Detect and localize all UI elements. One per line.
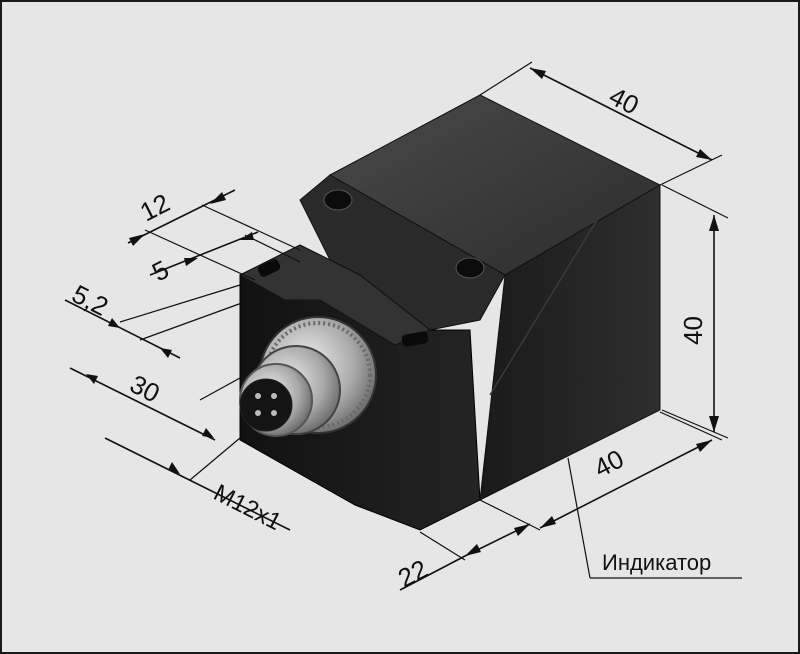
- dim-width-text: 40: [589, 443, 628, 483]
- head-slot-left: [257, 259, 281, 277]
- connector-pin-2: [271, 393, 277, 399]
- dim-thickness-text: 5,2: [67, 279, 113, 322]
- connector-insert: [239, 378, 293, 432]
- dim-thread-text: M12x1: [209, 479, 285, 536]
- connector-pin-1: [255, 393, 261, 399]
- indicator-label: Индикатор: [602, 550, 711, 575]
- dimension-face-offset: 22: [393, 523, 531, 593]
- dim-top-depth-text: 40: [604, 81, 643, 121]
- dimension-connector-center: 30: [69, 367, 241, 441]
- head-slot-right: [401, 331, 429, 347]
- dim-height-text: 40: [678, 316, 708, 345]
- sensor-body-side: [479, 184, 661, 501]
- dimension-face-thickness: 5,2: [64, 279, 251, 359]
- dimension-height: 40: [661, 184, 729, 439]
- connector-pin-4: [271, 410, 277, 416]
- connector-pin-3: [255, 410, 261, 416]
- mounting-hole-left: [323, 189, 353, 211]
- indicator-callout: Индикатор: [567, 457, 742, 579]
- dim-face-offset-text: 22: [393, 553, 432, 593]
- dim-slot-width-text: 5: [147, 254, 174, 287]
- dim-center-text: 30: [125, 369, 164, 409]
- dim-slot-length-text: 12: [135, 187, 174, 227]
- side-edge-shading: [489, 214, 601, 396]
- mounting-hole-right: [455, 257, 485, 279]
